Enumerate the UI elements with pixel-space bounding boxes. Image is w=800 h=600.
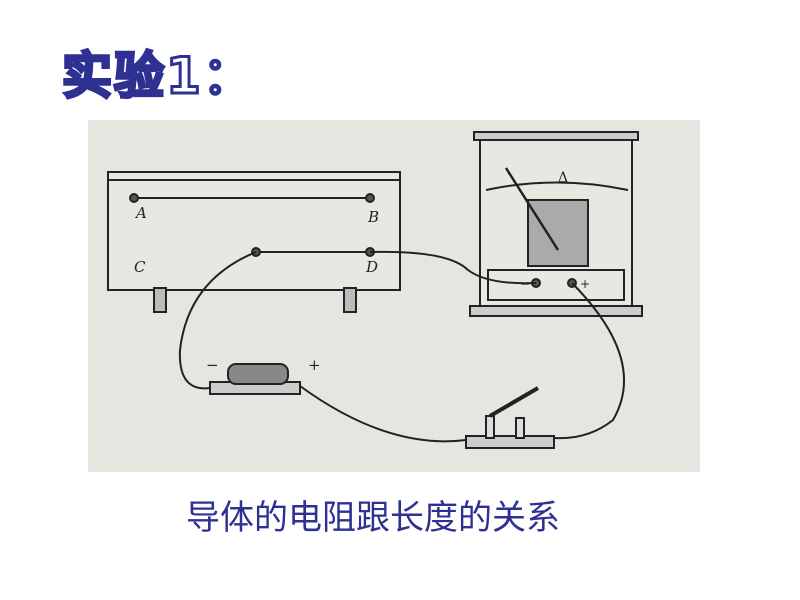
meter-symbol: Δ [558,170,568,186]
ammeter: Δ − + [469,131,643,317]
meter-plus: + [580,277,590,291]
label-b: B [367,208,379,226]
wires [178,250,626,443]
figure-caption: 导体的电阻跟长度的关系 [186,498,560,538]
slide-title: 实验1： [61,46,255,107]
battery-plus: + [308,356,321,374]
label-a: A [134,204,147,222]
label-d: D [365,258,378,276]
resistance-board: A B C D [107,171,401,313]
label-c: C [134,258,146,276]
switch [465,386,555,449]
battery-minus: − [206,356,219,374]
battery: − + [206,356,321,395]
circuit-diagram-image: A B C D Δ − + − + [88,120,700,472]
